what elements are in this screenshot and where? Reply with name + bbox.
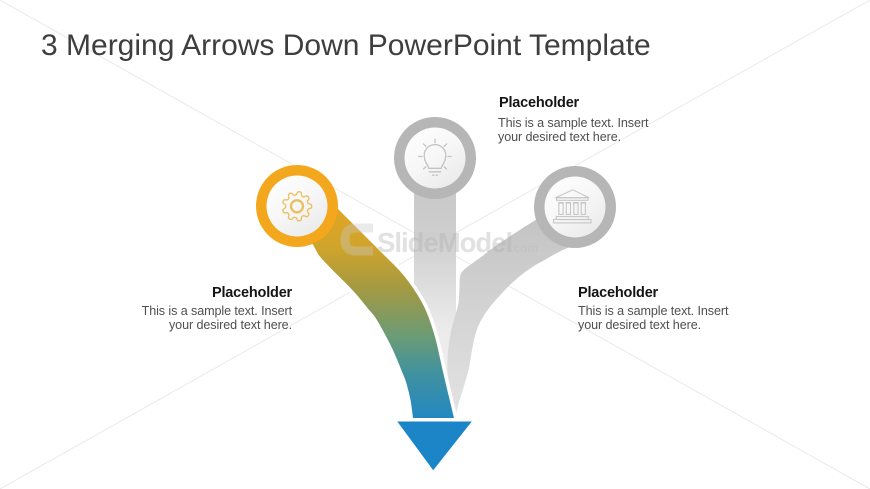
svg-text:.com: .com	[510, 241, 538, 255]
svg-text:SlideModel: SlideModel	[377, 227, 512, 258]
